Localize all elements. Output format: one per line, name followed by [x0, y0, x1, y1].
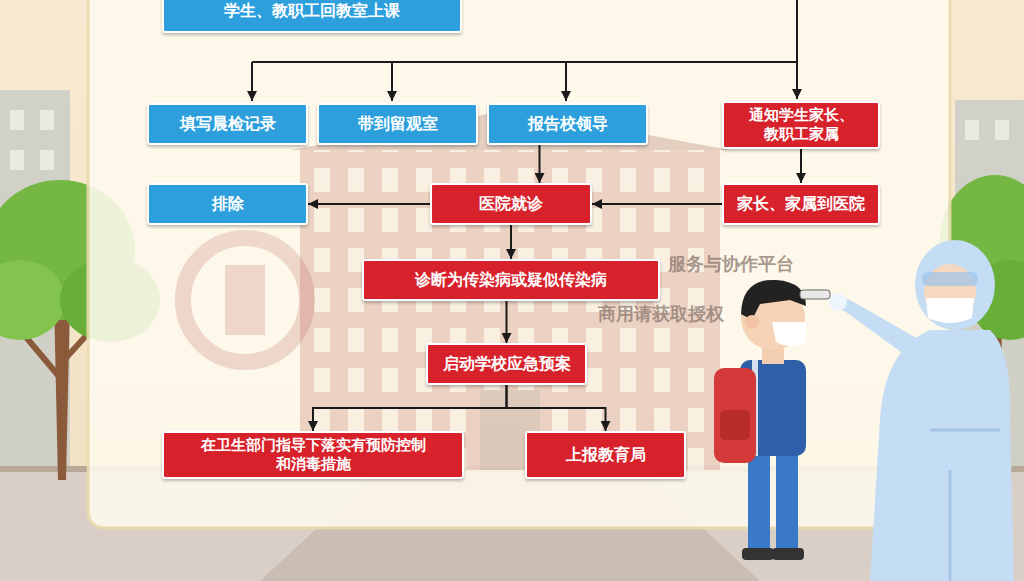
side-buildings: [10, 150, 24, 170]
flow-arrow: [592, 203, 722, 205]
medical-worker-figure: [922, 272, 978, 286]
watermark-logo: [183, 238, 307, 362]
student-figure: [745, 315, 759, 329]
alert-box: 在卫生部门指导下落实有预防控制 和消毒措施: [162, 431, 464, 479]
box-text: 通知学生家长、 教职工家属: [746, 106, 856, 144]
flow-arrow: [506, 301, 508, 343]
box-text: 家长、家属到医院: [737, 194, 865, 214]
branch-line: [252, 61, 797, 63]
side-buildings: [40, 110, 54, 130]
left-tree: [54, 300, 70, 480]
student-figure: [742, 548, 774, 560]
box-text: 报告校领导: [528, 114, 608, 134]
box-text: 排除: [212, 194, 244, 214]
student-figure: [714, 368, 756, 463]
branch-line: [796, 62, 798, 99]
branch-line: [391, 62, 393, 101]
alert-box: 通知学生家长、 教职工家属: [722, 101, 880, 149]
process-box: 排除: [147, 183, 308, 225]
medical-worker-figure: [870, 330, 1014, 581]
alert-box: 医院就诊: [430, 183, 592, 225]
flow-arrow: [510, 225, 512, 259]
box-text: 学生、教职工回教室上课: [224, 1, 400, 21]
box-text: 上报教育局: [566, 445, 646, 465]
student-figure: [741, 280, 806, 320]
process-box: 学生、教职工回教室上课: [162, 0, 462, 33]
branch-line: [251, 62, 253, 101]
box-text: 在卫生部门指导下落实有预防控制 和消毒措施: [198, 436, 428, 474]
medical-worker-figure: [930, 430, 1000, 581]
panel: [88, 0, 950, 528]
medical-worker-figure: [915, 240, 995, 330]
box-text: 填写晨检记录: [180, 114, 276, 134]
school-building: [290, 110, 730, 470]
student-figure: [776, 450, 798, 550]
student-figure: [748, 450, 770, 550]
branch-line: [565, 62, 567, 101]
side-buildings: [965, 120, 979, 140]
alert-box: 诊断为传染病或疑似传染病: [362, 259, 660, 301]
medical-worker-figure: [800, 240, 1014, 581]
student-figure: [714, 280, 806, 560]
box-text: 医院就诊: [479, 194, 543, 214]
left-tree: [0, 260, 65, 340]
alert-box: 上报教育局: [525, 431, 686, 479]
box-text: 带到留观室: [358, 114, 438, 134]
watermark: 服务与协作平台: [668, 252, 794, 276]
alert-box: 启动学校应急预案: [426, 343, 587, 385]
process-box: 填写晨检记录: [147, 103, 308, 145]
side-buildings: [10, 110, 24, 130]
student-figure: [772, 548, 804, 560]
flow-arrow: [800, 149, 802, 183]
flow-arrow: [308, 203, 430, 205]
process-box: 报告校领导: [487, 103, 648, 145]
flow-arrow: [313, 385, 507, 431]
medical-worker-figure: [800, 290, 830, 299]
watermark-logo: [225, 265, 265, 335]
side-buildings: [995, 120, 1009, 140]
branch-line: [796, 0, 798, 62]
panel: [88, 0, 950, 528]
alert-box: 家长、家属到医院: [722, 183, 880, 225]
medical-worker-figure: [926, 298, 974, 323]
box-text: 启动学校应急预案: [443, 354, 571, 374]
flow-arrow: [507, 385, 606, 431]
student-figure: [772, 322, 806, 346]
box-text: 诊断为传染病或疑似传染病: [415, 270, 607, 290]
watermark: 商用请获取授权: [598, 302, 724, 326]
student-figure: [720, 410, 750, 440]
flow-arrow: [539, 145, 541, 183]
medical-worker-figure: [829, 293, 847, 311]
watermark-logo: [183, 238, 307, 362]
process-box: 带到留观室: [317, 103, 478, 145]
side-buildings: [40, 150, 54, 170]
